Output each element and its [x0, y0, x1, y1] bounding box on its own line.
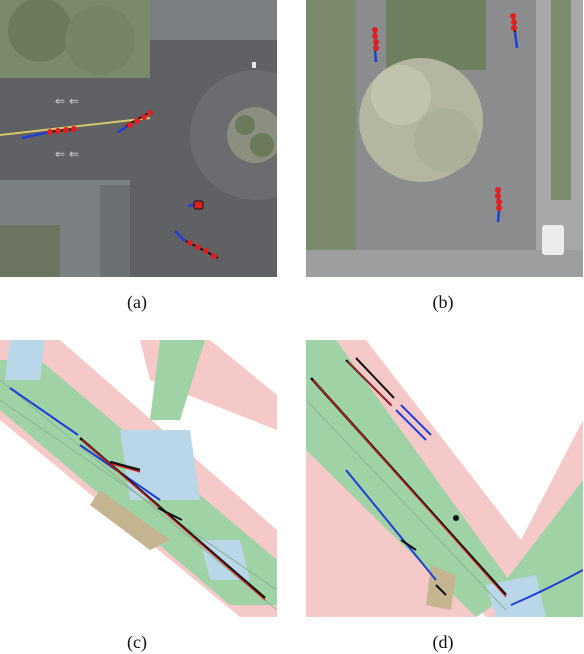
trajectory-overlay-c: [9, 387, 266, 601]
caption-d: (d): [432, 632, 454, 652]
trajectory-overlay-d: [310, 357, 583, 606]
trajectory-overlay-b: [372, 13, 519, 223]
caption-c: (c): [127, 632, 147, 652]
panel-d-map: [306, 340, 583, 617]
panel-a-image: ⇐ ⇐ ⇐ ⇐: [0, 0, 277, 277]
panel-c-map: [0, 340, 277, 617]
trajectory-overlay-a: [21, 110, 219, 259]
svg-text:⇐ ⇐: ⇐ ⇐: [55, 147, 79, 161]
caption-b: (b): [432, 292, 454, 312]
panel-b-image: [306, 0, 583, 277]
caption-a: (a): [127, 292, 147, 312]
svg-text:⇐ ⇐: ⇐ ⇐: [55, 94, 79, 108]
